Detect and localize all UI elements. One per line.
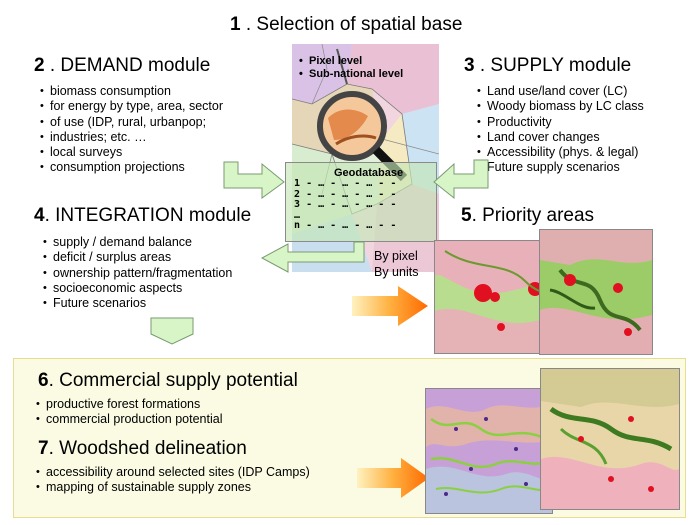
title-text: . Selection of spatial base — [240, 14, 463, 35]
woodshed-list: accessibility around selected sites (IDP… — [36, 465, 310, 496]
row-index: 1 — [294, 178, 301, 189]
by-units-label: By units — [374, 265, 419, 279]
commercial-item: commercial production potential — [36, 412, 222, 428]
demand-item: consumption projections — [40, 160, 223, 176]
demand-item-cont: of use (IDP, rural, urbanpop; — [40, 115, 223, 131]
demand-item: local surveys — [40, 145, 223, 161]
demand-heading: 2 . DEMAND module — [34, 55, 211, 76]
spatial-level-item: Pixel level — [299, 55, 403, 68]
priority-arrow — [350, 284, 430, 333]
page-title: 1 . Selection of spatial base — [230, 14, 462, 36]
commercial-item: productive forest formations — [36, 397, 222, 413]
demand-item-cont: industries; etc. … — [40, 130, 223, 146]
row-index: n — [294, 220, 301, 231]
commercial-list: productive forest formations commercial … — [36, 397, 222, 428]
integration-item: socioeconomic aspects — [43, 281, 232, 297]
integration-item: Future scenarios — [43, 296, 232, 312]
integration-heading: 4. INTEGRATION module — [34, 205, 252, 226]
geodatabase-row: 2 - … - … - … - - — [294, 188, 397, 201]
row-cells: - … - … - … - - — [306, 178, 397, 189]
spatial-levels: Pixel level Sub-national level — [299, 55, 403, 81]
integration-down-arrow — [147, 316, 197, 351]
demand-item-cont: for energy by type, area, sector — [40, 99, 223, 115]
priority-heading: 5. Priority areas — [461, 205, 595, 226]
row-index: 2 — [294, 188, 301, 200]
geodatabase-row: … — [294, 209, 396, 222]
by-pixel-label: By pixel — [374, 249, 418, 263]
supply-list: Land use/land cover (LC) Woody biomass b… — [477, 84, 644, 176]
geodatabase-row: n - … - … - … - - — [294, 220, 397, 232]
woodshed-map-2 — [540, 368, 680, 510]
geodatabase-table: Geodatabase 1 - … - … - … - - 2 - … - … … — [285, 162, 437, 242]
priority-map-2 — [539, 229, 653, 355]
supply-item: Accessibility (phys. & legal) — [477, 145, 644, 161]
supply-item: Land cover changes — [477, 130, 644, 146]
geodatabase-row: 3 - … - … - … - - — [294, 199, 397, 211]
supply-heading: 3 . SUPPLY module — [464, 55, 632, 76]
supply-item: Future supply scenarios — [477, 160, 644, 176]
demand-list: biomass consumption for energy by type, … — [40, 84, 223, 176]
row-cells: - … - … - … - - — [306, 220, 397, 231]
commercial-heading: 6. Commercial supply potential — [38, 370, 298, 391]
integration-item: deficit / surplus areas — [43, 250, 232, 266]
woodshed-item: accessibility around selected sites (IDP… — [36, 465, 310, 481]
row-index: … — [294, 209, 301, 221]
woodshed-heading: 7. Woodshed delineation — [38, 438, 247, 459]
supply-item: Land use/land cover (LC) — [477, 84, 644, 100]
integration-list: supply / demand balance deficit / surplu… — [43, 235, 232, 312]
woodshed-item: mapping of sustainable supply zones — [36, 480, 310, 496]
spatial-level-item: Sub-national level — [299, 68, 403, 81]
integration-item: ownership pattern/fragmentation — [43, 266, 232, 282]
demand-item: biomass consumption — [40, 84, 223, 100]
aggregation-labels: By pixel By units — [374, 248, 418, 280]
integration-item: supply / demand balance — [43, 235, 232, 251]
woodshed-map-1 — [425, 388, 553, 514]
row-cells: - … - … - … - - — [306, 199, 397, 210]
geodatabase-to-integration-arrow — [258, 240, 366, 281]
demand-to-geodatabase-arrow — [222, 160, 288, 205]
geodatabase-row: 1 - … - … - … - - — [294, 178, 397, 190]
row-cells: - … - … - … - - — [306, 188, 397, 200]
supply-item: Productivity — [477, 115, 644, 131]
supply-item: Woody biomass by LC class — [477, 99, 644, 115]
supply-to-geodatabase-arrow — [432, 158, 490, 205]
geodatabase-label: Geodatabase — [334, 167, 404, 179]
row-index: 3 — [294, 199, 301, 210]
title-number: 1 — [230, 14, 241, 35]
woodshed-arrow — [355, 456, 431, 505]
